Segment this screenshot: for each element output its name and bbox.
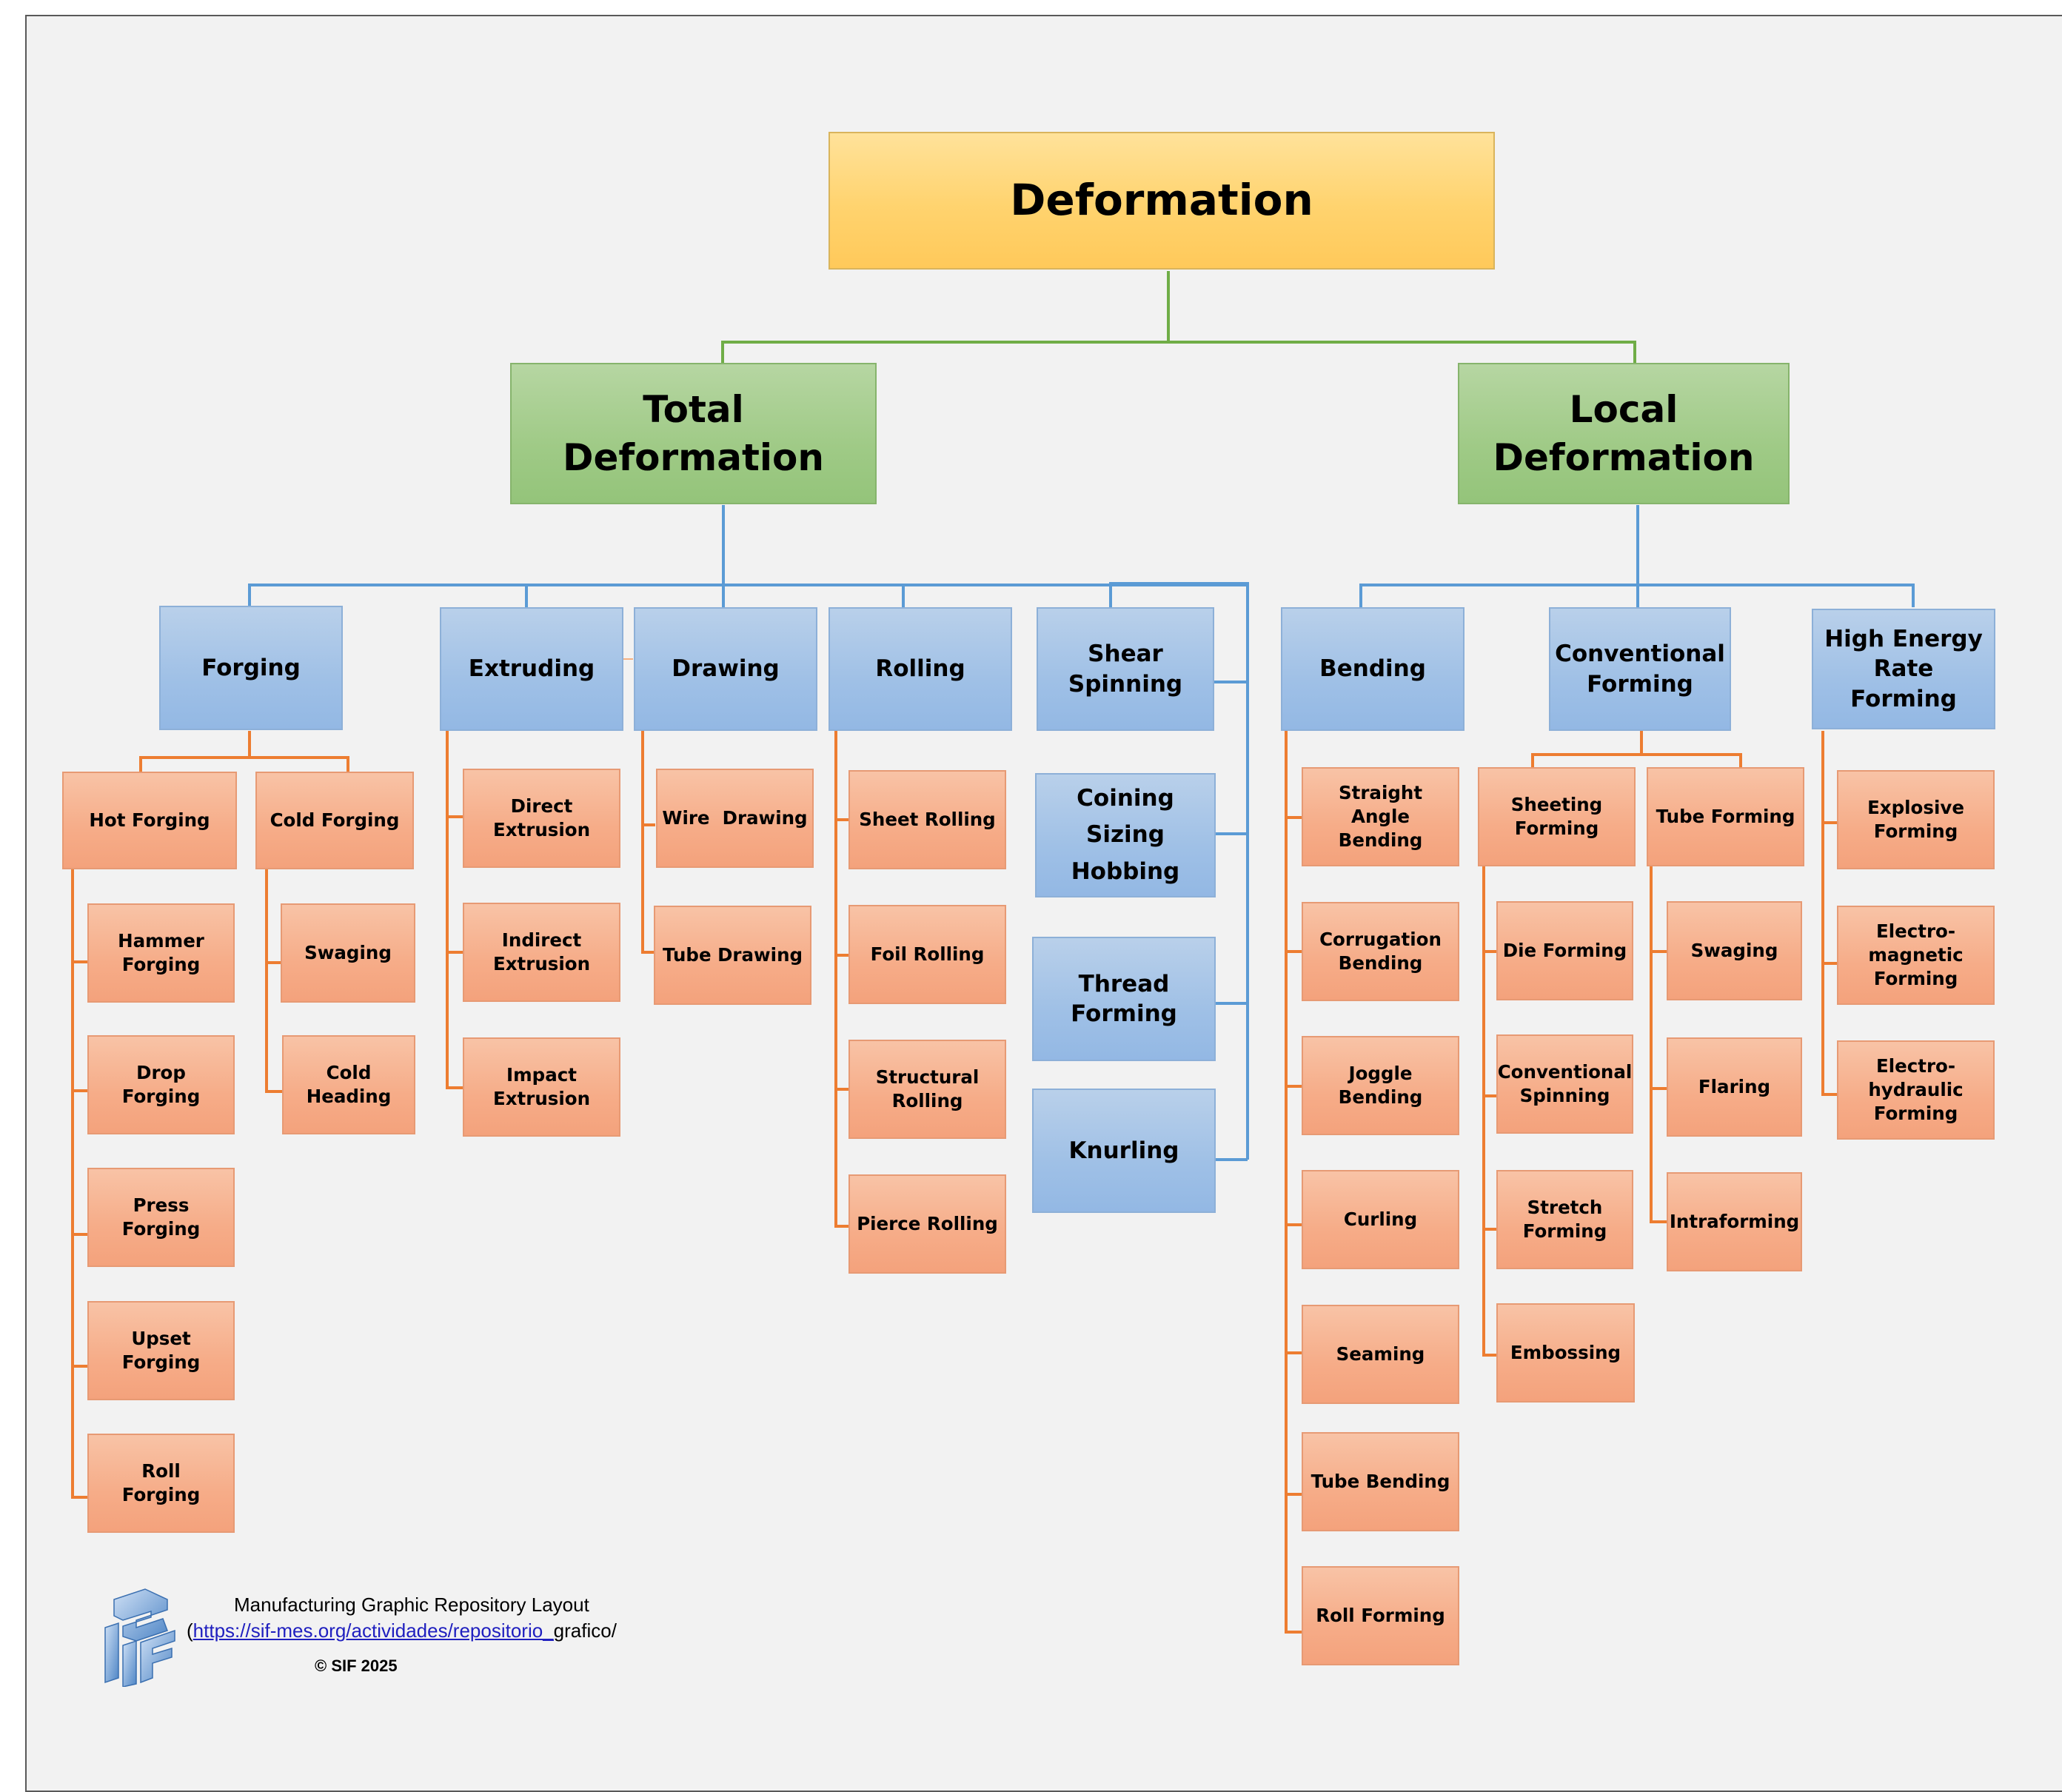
leaf-hammer-forging: Hammer Forging <box>87 903 235 1003</box>
leaf-pierce-rolling: Pierce Rolling <box>848 1174 1006 1274</box>
leaf-curling: Curling <box>1302 1170 1459 1269</box>
leaf-tube-forming: Tube Forming <box>1647 767 1804 866</box>
process-extruding: Extruding <box>440 607 623 731</box>
leaf-cold-forging: Cold Forging <box>255 772 414 869</box>
process-rolling: Rolling <box>829 607 1012 731</box>
process-high-energy-rate-forming: High Energy Rate Forming <box>1812 609 1995 729</box>
leaf-structural-rolling: Structural Rolling <box>848 1040 1006 1139</box>
leaf-die-forming: Die Forming <box>1496 901 1633 1000</box>
leaf-seaming: Seaming <box>1302 1305 1459 1404</box>
process-forging: Forging <box>159 606 343 730</box>
leaf-hot-forging: Hot Forging <box>62 772 237 869</box>
leaf-tube-drawing: Tube Drawing <box>654 906 811 1005</box>
leaf-joggle-bending: Joggle Bending <box>1302 1036 1459 1135</box>
leaf-sheet-rolling: Sheet Rolling <box>848 770 1006 869</box>
leaf-sheeting-forming: Sheeting Forming <box>1478 767 1636 866</box>
leaf-drop-forging: Drop Forging <box>87 1035 235 1134</box>
leaf-tube-bending: Tube Bending <box>1302 1432 1459 1531</box>
category-total-deformation: Total Deformation <box>510 363 877 504</box>
leaf-swaging-forging: Swaging <box>281 903 415 1003</box>
leaf-electro-magnetic-forming: Electro-magnetic Forming <box>1837 906 1995 1005</box>
footer-copyright: © SIF 2025 <box>315 1656 398 1675</box>
total-deformation-connectors <box>248 505 1249 1161</box>
leaf-indirect-extrusion: Indirect Extrusion <box>463 903 620 1002</box>
leaf-cold-heading: Cold Heading <box>282 1035 415 1134</box>
leaf-upset-forging: Upset Forging <box>87 1301 235 1400</box>
leaf-direct-extrusion: Direct Extrusion <box>463 769 620 868</box>
footer-url-tail: grafico/ <box>553 1619 617 1642</box>
footer-title: Manufacturing Graphic Repository Layout <box>234 1594 589 1616</box>
footer-url-line: (https://sif-mes.org/actividades/reposit… <box>187 1619 617 1642</box>
process-bending: Bending <box>1281 607 1465 731</box>
bending-connectors <box>1285 731 1303 1634</box>
forging-connectors <box>71 731 349 1499</box>
leaf-swaging-tube: Swaging <box>1667 901 1802 1000</box>
root-connectors <box>721 271 1636 370</box>
leaf-explosive-forming: Explosive Forming <box>1837 770 1995 869</box>
leaf-impact-extrusion: Impact Extrusion <box>463 1037 620 1137</box>
leaf-roll-forging: Roll Forging <box>87 1434 235 1533</box>
connector-lines <box>71 271 1915 1634</box>
leaf-embossing: Embossing <box>1496 1303 1635 1402</box>
leaf-conventional-spinning: Conventional Spinning <box>1496 1034 1633 1134</box>
footer-url-paren: ( <box>187 1619 193 1642</box>
process-shear-spinning: Shear Spinning <box>1037 607 1214 731</box>
leaf-press-forging: Press Forging <box>87 1168 235 1267</box>
local-deformation-connectors <box>1359 505 1915 607</box>
root-node-deformation: Deformation <box>829 132 1495 270</box>
leaf-foil-rolling: Foil Rolling <box>848 905 1006 1004</box>
process-knurling: Knurling <box>1032 1089 1216 1213</box>
repository-link[interactable]: https://sif-mes.org/actividades/reposito… <box>193 1619 554 1642</box>
leaf-corrugation-bending: Corrugation Bending <box>1302 902 1459 1001</box>
leaf-straight-angle-bending: Straight Angle Bending <box>1302 767 1459 866</box>
conventional-forming-connectors <box>1482 731 1838 1357</box>
leaf-intraforming: Intraforming <box>1667 1172 1802 1271</box>
process-conventional-forming: Conventional Forming <box>1549 607 1731 731</box>
process-coining-sizing-hobbing: Coining Sizing Hobbing <box>1035 773 1216 897</box>
leaf-roll-forming: Roll Forming <box>1302 1566 1459 1665</box>
leaf-wire-drawing: Wire Drawing <box>656 769 814 868</box>
leaf-flaring: Flaring <box>1667 1037 1802 1137</box>
extrude-draw-roll-connectors <box>446 731 849 1228</box>
sif-logo-icon <box>104 1588 175 1687</box>
leaf-electro-hydraulic-forming: Electro-hydraulic Forming <box>1837 1040 1995 1140</box>
diagram-canvas: Deformation Total Deformation Local Defo… <box>25 15 2062 1792</box>
process-thread-forming: Thread Forming <box>1032 937 1216 1061</box>
leaf-stretch-forming: Stretch Forming <box>1496 1170 1633 1269</box>
category-local-deformation: Local Deformation <box>1458 363 1790 504</box>
process-drawing: Drawing <box>634 607 817 731</box>
